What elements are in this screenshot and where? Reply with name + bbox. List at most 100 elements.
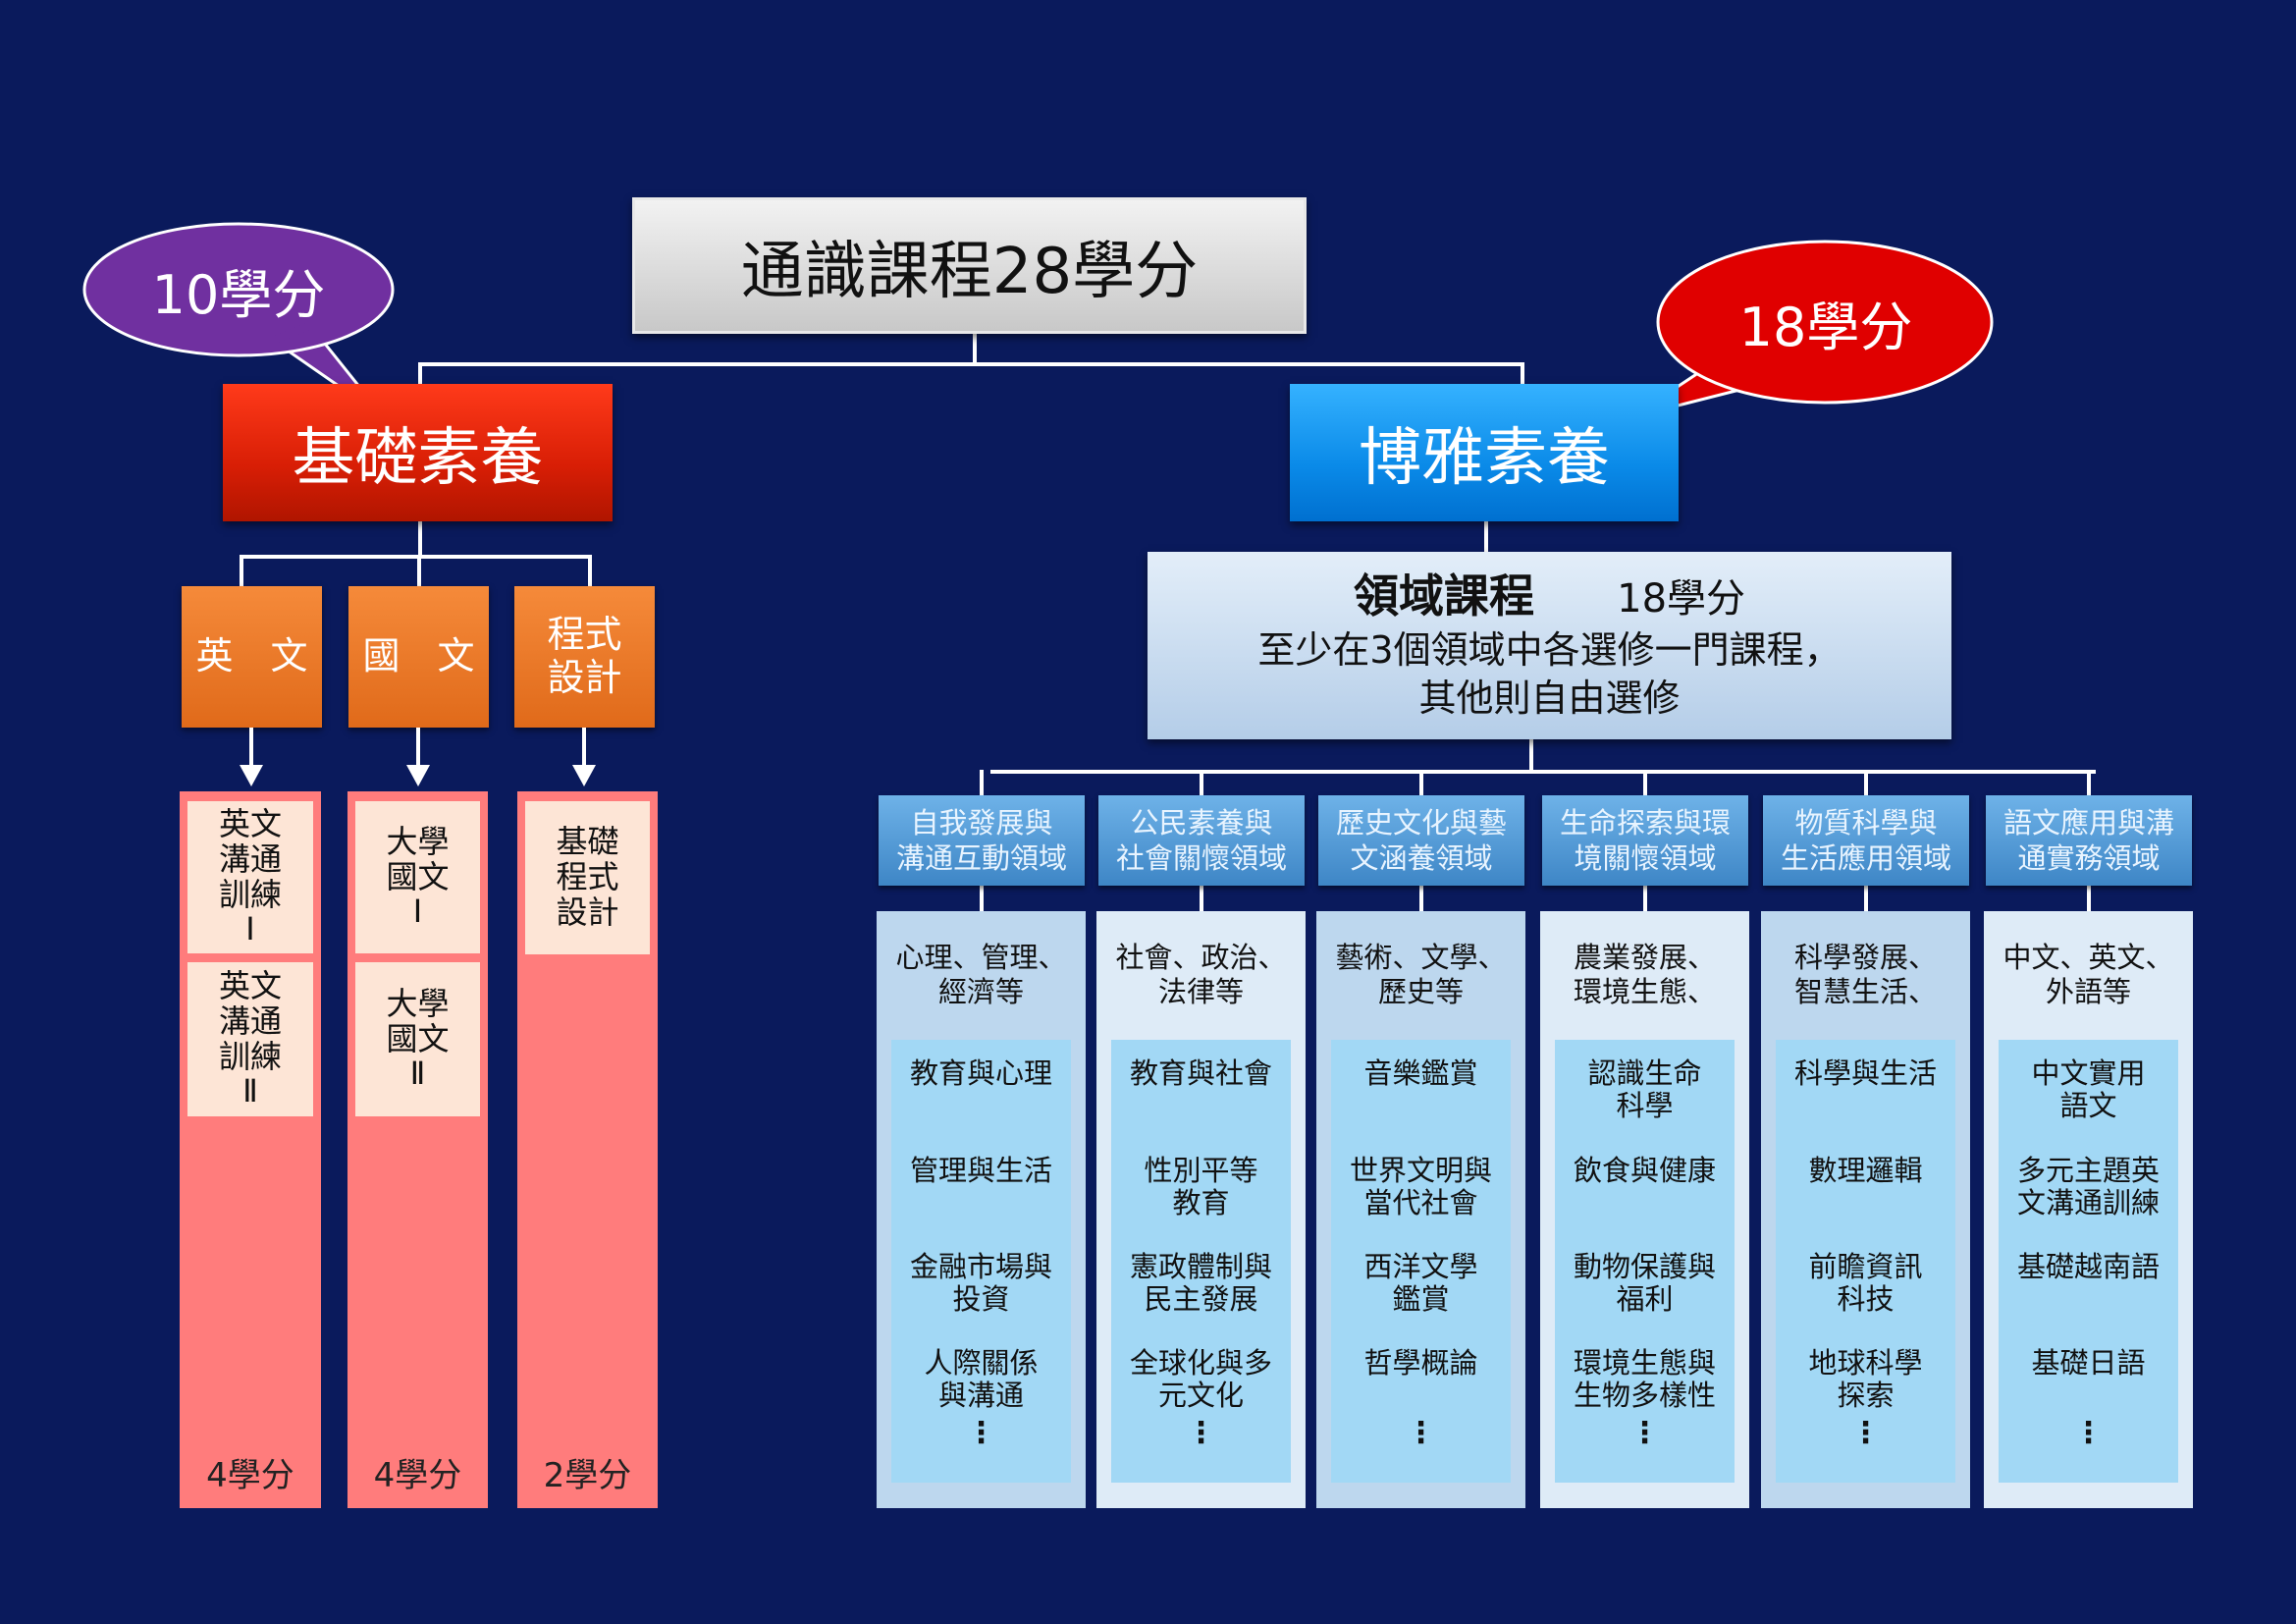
domain-column: 社會、政治、 法律等教育與社會性別平等 教育憲政體制與 民主發展全球化與多 元文… <box>1096 911 1306 1508</box>
domain-course: 性別平等 教育 <box>1144 1154 1258 1220</box>
domain-course: 教育與社會 <box>1129 1056 1272 1090</box>
connector <box>418 362 1524 366</box>
course-item: 大學 國文 Ⅱ <box>355 962 480 1116</box>
more-courses-ellipsis: ⋮ <box>1406 1416 1436 1450</box>
domain-header: 物質科學與 生活應用領域 <box>1763 795 1969 886</box>
course-item-label: 英文 溝通 訓練 Ⅱ <box>218 966 282 1110</box>
domain-description: 科學發展、 智慧生活、 <box>1793 941 1937 1008</box>
course-item-label: 大學 國文 Ⅱ <box>386 984 450 1093</box>
liberal-credits-bubble-text: 18學分 <box>1738 296 1913 358</box>
arrow-down-icon <box>406 765 430 786</box>
connector <box>980 770 984 797</box>
basic-literacy-label: 基礎素養 <box>292 422 544 495</box>
credit-bubble-liberal <box>1630 240 1994 419</box>
course-0-header: 英 文 <box>182 586 322 728</box>
course-0-column: 英文 溝通 訓練 Ⅰ 英文 溝通 訓練 Ⅱ 4學分 <box>180 791 321 1508</box>
domain-name: 歷史文化與藝 文涵養領域 <box>1335 805 1507 875</box>
domain-course: 環境生態與 生物多樣性 <box>1573 1346 1716 1413</box>
domain-course: 飲食與健康 <box>1573 1154 1716 1187</box>
course-2-column: 基礎 程式 設計 2學分 <box>517 791 658 1508</box>
domain-course: 前瞻資訊 科技 <box>1808 1250 1923 1317</box>
course-item: 基礎 程式 設計 <box>525 801 650 954</box>
domain-course: 全球化與多 元文化 <box>1129 1346 1272 1413</box>
field-heading: 領域課程 18學分 <box>1354 568 1745 626</box>
domain-course: 中文實用 語文 <box>2031 1056 2146 1123</box>
more-courses-ellipsis: ⋮ <box>966 1416 996 1450</box>
connector <box>1643 886 1647 925</box>
basic-literacy-box: 基礎素養 <box>223 384 613 521</box>
connector <box>1529 739 1533 774</box>
connector <box>240 555 243 588</box>
course-item: 英文 溝通 訓練 Ⅰ <box>187 801 313 953</box>
domain-course-list: 中文實用 語文多元主題英 文溝通訓練基礎越南語基礎日語⋮ <box>1999 1040 2178 1483</box>
domain-course: 管理與生活 <box>909 1154 1052 1187</box>
connector <box>1200 770 1203 797</box>
domain-course-list: 音樂鑑賞世界文明與 當代社會西洋文學 鑑賞哲學概論⋮ <box>1331 1040 1511 1483</box>
domain-description: 社會、政治、 法律等 <box>1115 941 1287 1008</box>
domain-name: 語文應用與溝 通實務領域 <box>2002 805 2174 875</box>
field-title: 領域課程 <box>1353 569 1534 623</box>
domain-column: 農業發展、 環境生態、認識生命 科學飲食與健康動物保護與 福利環境生態與 生物多… <box>1540 911 1749 1508</box>
course-credits: 4學分 <box>373 1456 462 1495</box>
domain-header: 公民素養與 社會關懷領域 <box>1098 795 1305 886</box>
more-courses-ellipsis: ⋮ <box>1629 1416 1660 1450</box>
arrow-down-icon <box>240 765 263 786</box>
connector <box>980 886 984 925</box>
connector <box>2087 770 2091 797</box>
domain-course-list: 教育與心理管理與生活金融市場與 投資人際關係 與溝通⋮ <box>891 1040 1071 1483</box>
domain-course: 地球科學 探索 <box>1808 1346 1923 1413</box>
field-desc-line1: 至少在3個領域中各選修一門課程， <box>1257 628 1842 672</box>
domain-description: 心理、管理、 經濟等 <box>895 941 1067 1008</box>
connector <box>417 555 421 588</box>
domain-course: 動物保護與 福利 <box>1573 1250 1716 1317</box>
field-courses-box: 領域課程 18學分 至少在3個領域中各選修一門課程， 其他則自由選修 <box>1148 552 1951 739</box>
basic-credits-bubble-text: 10學分 <box>151 263 326 326</box>
domain-course: 多元主題英 文溝通訓練 <box>2016 1154 2160 1220</box>
page-title: 通識課程28學分 <box>740 235 1199 308</box>
domain-course: 哲學概論 <box>1363 1346 1478 1380</box>
domain-course: 西洋文學 鑑賞 <box>1363 1250 1478 1317</box>
connector <box>1521 362 1524 386</box>
domain-name: 公民素養與 社會關懷領域 <box>1115 805 1287 875</box>
domain-course-list: 認識生命 科學飲食與健康動物保護與 福利環境生態與 生物多樣性⋮ <box>1555 1040 1735 1483</box>
arrow-down-icon <box>572 765 596 786</box>
domain-name: 物質科學與 生活應用領域 <box>1780 805 1951 875</box>
course-1-header: 國 文 <box>348 586 489 728</box>
domain-column: 科學發展、 智慧生活、科學與生活數理邏輯前瞻資訊 科技地球科學 探索⋮ <box>1761 911 1970 1508</box>
arrow-stem <box>249 728 253 767</box>
connector <box>1419 886 1423 925</box>
connector <box>418 521 422 559</box>
connector <box>1643 770 1647 797</box>
domain-column: 藝術、文學、 歷史等音樂鑑賞世界文明與 當代社會西洋文學 鑑賞哲學概論⋮ <box>1316 911 1525 1508</box>
connector <box>1200 886 1203 925</box>
field-credits: 18學分 <box>1617 576 1746 623</box>
domain-course: 數理邏輯 <box>1808 1154 1923 1187</box>
more-courses-ellipsis: ⋮ <box>2073 1416 2104 1450</box>
course-item-label: 基礎 程式 設計 <box>556 823 619 931</box>
field-desc-line2: 其他則自由選修 <box>1418 677 1681 721</box>
domain-course: 科學與生活 <box>1793 1056 1937 1090</box>
course-credits: 2學分 <box>543 1456 632 1495</box>
domain-description: 藝術、文學、 歷史等 <box>1335 941 1507 1008</box>
connector <box>1864 886 1868 925</box>
domain-course-list: 教育與社會性別平等 教育憲政體制與 民主發展全球化與多 元文化⋮ <box>1111 1040 1291 1483</box>
arrow-stem <box>416 728 420 767</box>
domain-course: 教育與心理 <box>909 1056 1052 1090</box>
domain-course: 基礎日語 <box>2031 1346 2146 1380</box>
domain-course-list: 科學與生活數理邏輯前瞻資訊 科技地球科學 探索⋮ <box>1776 1040 1955 1483</box>
liberal-arts-label: 博雅素養 <box>1359 422 1610 495</box>
course-item-label: 大學 國文 Ⅰ <box>386 822 450 931</box>
domain-description: 中文、英文、 外語等 <box>2002 941 2174 1008</box>
domain-name: 生命探索與環 境關懷領域 <box>1559 805 1731 875</box>
course-credits: 4學分 <box>206 1456 294 1495</box>
course-1-column: 大學 國文 Ⅰ 大學 國文 Ⅱ 4學分 <box>347 791 488 1508</box>
connector <box>1864 770 1868 797</box>
domain-header: 語文應用與溝 通實務領域 <box>1986 795 2192 886</box>
bubble-body <box>82 222 395 357</box>
domain-header: 生命探索與環 境關懷領域 <box>1542 795 1748 886</box>
domain-course: 認識生命 科學 <box>1587 1056 1702 1123</box>
domain-course: 憲政體制與 民主發展 <box>1129 1250 1272 1317</box>
domain-course: 世界文明與 當代社會 <box>1349 1154 1492 1220</box>
domain-column: 心理、管理、 經濟等教育與心理管理與生活金融市場與 投資人際關係 與溝通⋮ <box>877 911 1086 1508</box>
